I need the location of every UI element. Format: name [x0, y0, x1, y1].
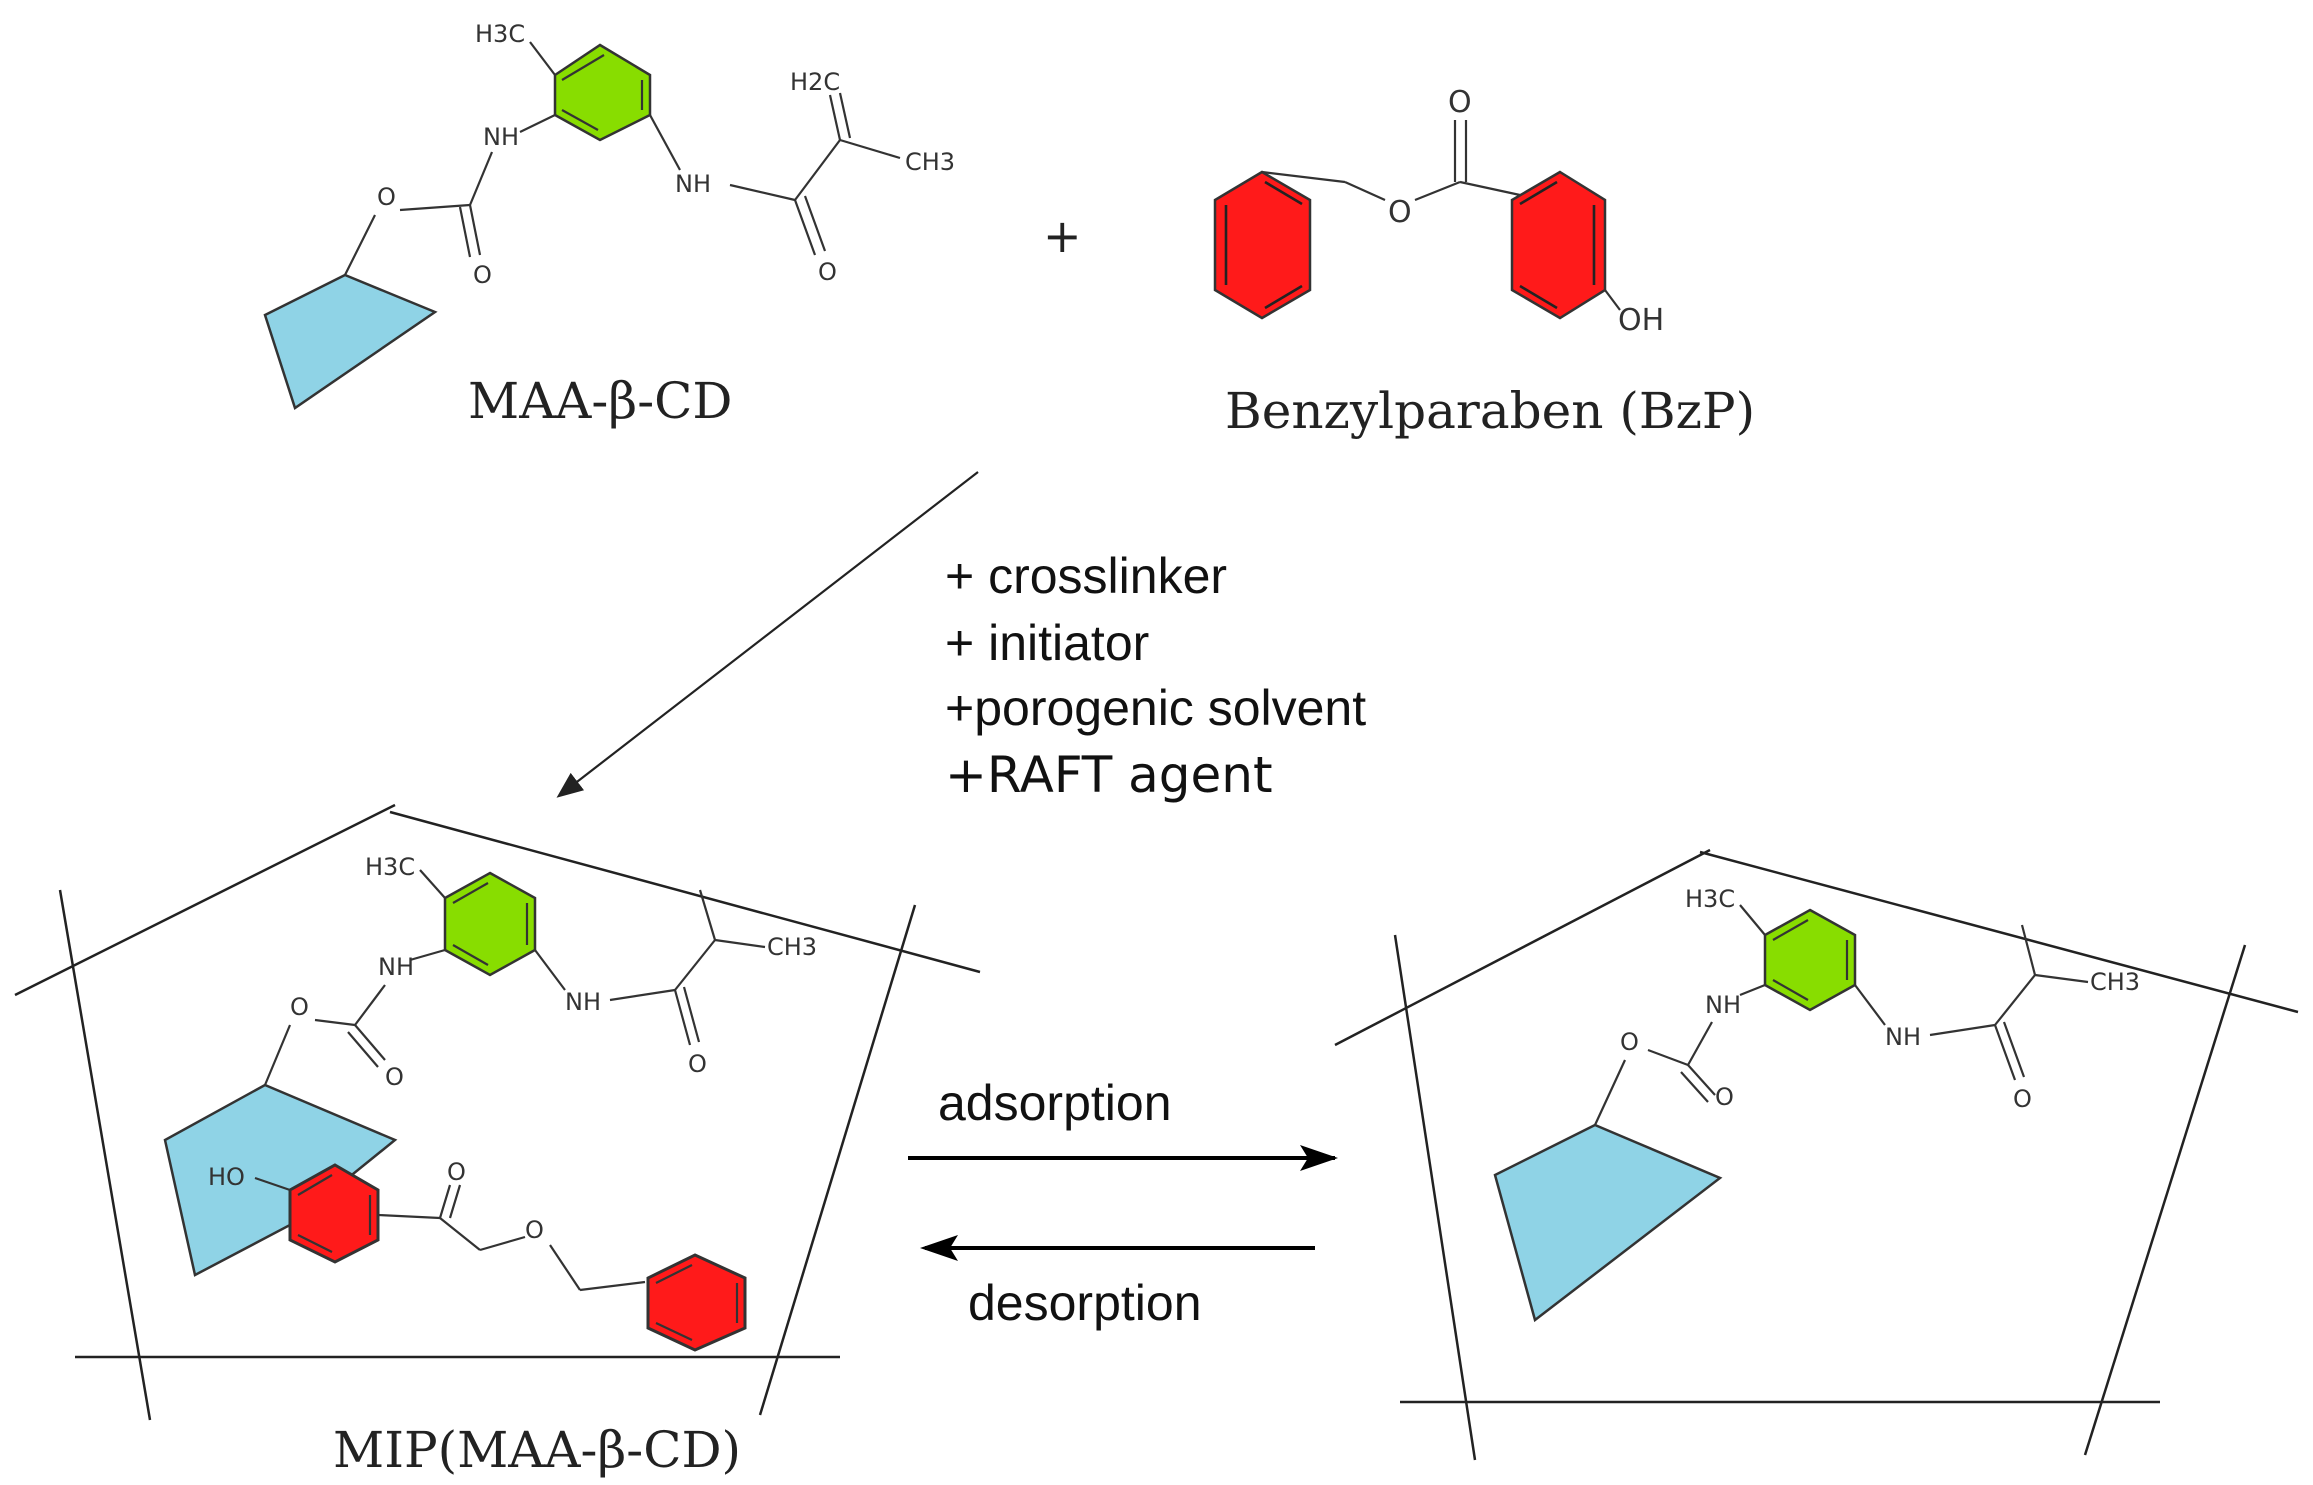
benzyl-ester-o-label: O — [1388, 195, 1412, 230]
mip-nh-amide-label: NH — [565, 988, 601, 1016]
nh-amide-label: NH — [675, 170, 711, 198]
benzylparaben-structure: O O OH — [1213, 85, 1664, 338]
paraben-ring — [1510, 170, 1607, 320]
mip-template-ester-o-label: O — [525, 1216, 544, 1244]
methyl-label: H3C — [475, 20, 525, 48]
mip-ester-o-label: O — [290, 993, 309, 1021]
carbonyl-o-label: O — [473, 261, 492, 289]
cavity-nh-label: NH — [1705, 991, 1741, 1019]
reaction-conditions: + crosslinker + initiator +porogenic sol… — [945, 548, 1366, 804]
adsorption-label: adsorption — [938, 1075, 1172, 1131]
vinyl-label: H2C — [790, 68, 840, 96]
desorption-label: desorption — [968, 1275, 1202, 1331]
cavity-methyl-label: H3C — [1685, 885, 1735, 913]
condition-initiator: + initiator — [945, 615, 1149, 671]
cavity-ch3-label: CH3 — [2090, 968, 2140, 996]
ch3-label: CH3 — [905, 148, 955, 176]
benzyl-carbonyl-o-label: O — [1448, 85, 1472, 120]
template-label: Benzylparaben (BzP) — [1225, 382, 1755, 440]
maa-beta-cd-structure: H3C NH O O NH O H2C CH3 — [263, 20, 955, 410]
monomer-label: MAA-β-CD — [468, 372, 732, 430]
mip-carbonyl-o-label: O — [385, 1063, 404, 1091]
mip-with-template: H3C NH O O NH O CH3 HO O O — [14, 803, 981, 1421]
condition-porogenic-solvent: +porogenic solvent — [945, 680, 1366, 736]
equilibrium-arrows: adsorption desorption — [908, 1075, 1338, 1331]
mip-empty-cavity: H3C NH O O NH O CH3 — [1334, 848, 2299, 1461]
nh-label: NH — [483, 123, 519, 151]
hydroxyl-label: OH — [1618, 303, 1664, 338]
benzyl-ring — [1213, 170, 1312, 320]
condition-crosslinker: + crosslinker — [945, 548, 1227, 604]
cavity-amide-o-label: O — [2013, 1085, 2032, 1113]
cavity-carbonyl-o-label: O — [1715, 1083, 1734, 1111]
mip-template-carbonyl-o-label: O — [447, 1158, 466, 1186]
cavity-nh-amide-label: NH — [1885, 1023, 1921, 1051]
condition-raft-agent: +RAFT agent — [945, 746, 1273, 804]
monomer-aromatic-ring — [553, 43, 652, 142]
mip-methyl-label: H3C — [365, 853, 415, 881]
mip-ch3-label: CH3 — [767, 933, 817, 961]
mip-nh-label: NH — [378, 953, 414, 981]
ester-o-label: O — [377, 183, 396, 211]
mip-hydroxyl-label: HO — [208, 1163, 245, 1191]
amide-o-label: O — [818, 258, 837, 286]
mip-amide-o-label: O — [688, 1050, 707, 1078]
plus-sign: + — [1043, 209, 1082, 263]
reaction-arrow — [556, 471, 979, 798]
cavity-ester-o-label: O — [1620, 1028, 1639, 1056]
cyclodextrin-shape — [263, 273, 438, 410]
mip-label: MIP(MAA-β-CD) — [333, 1421, 741, 1479]
